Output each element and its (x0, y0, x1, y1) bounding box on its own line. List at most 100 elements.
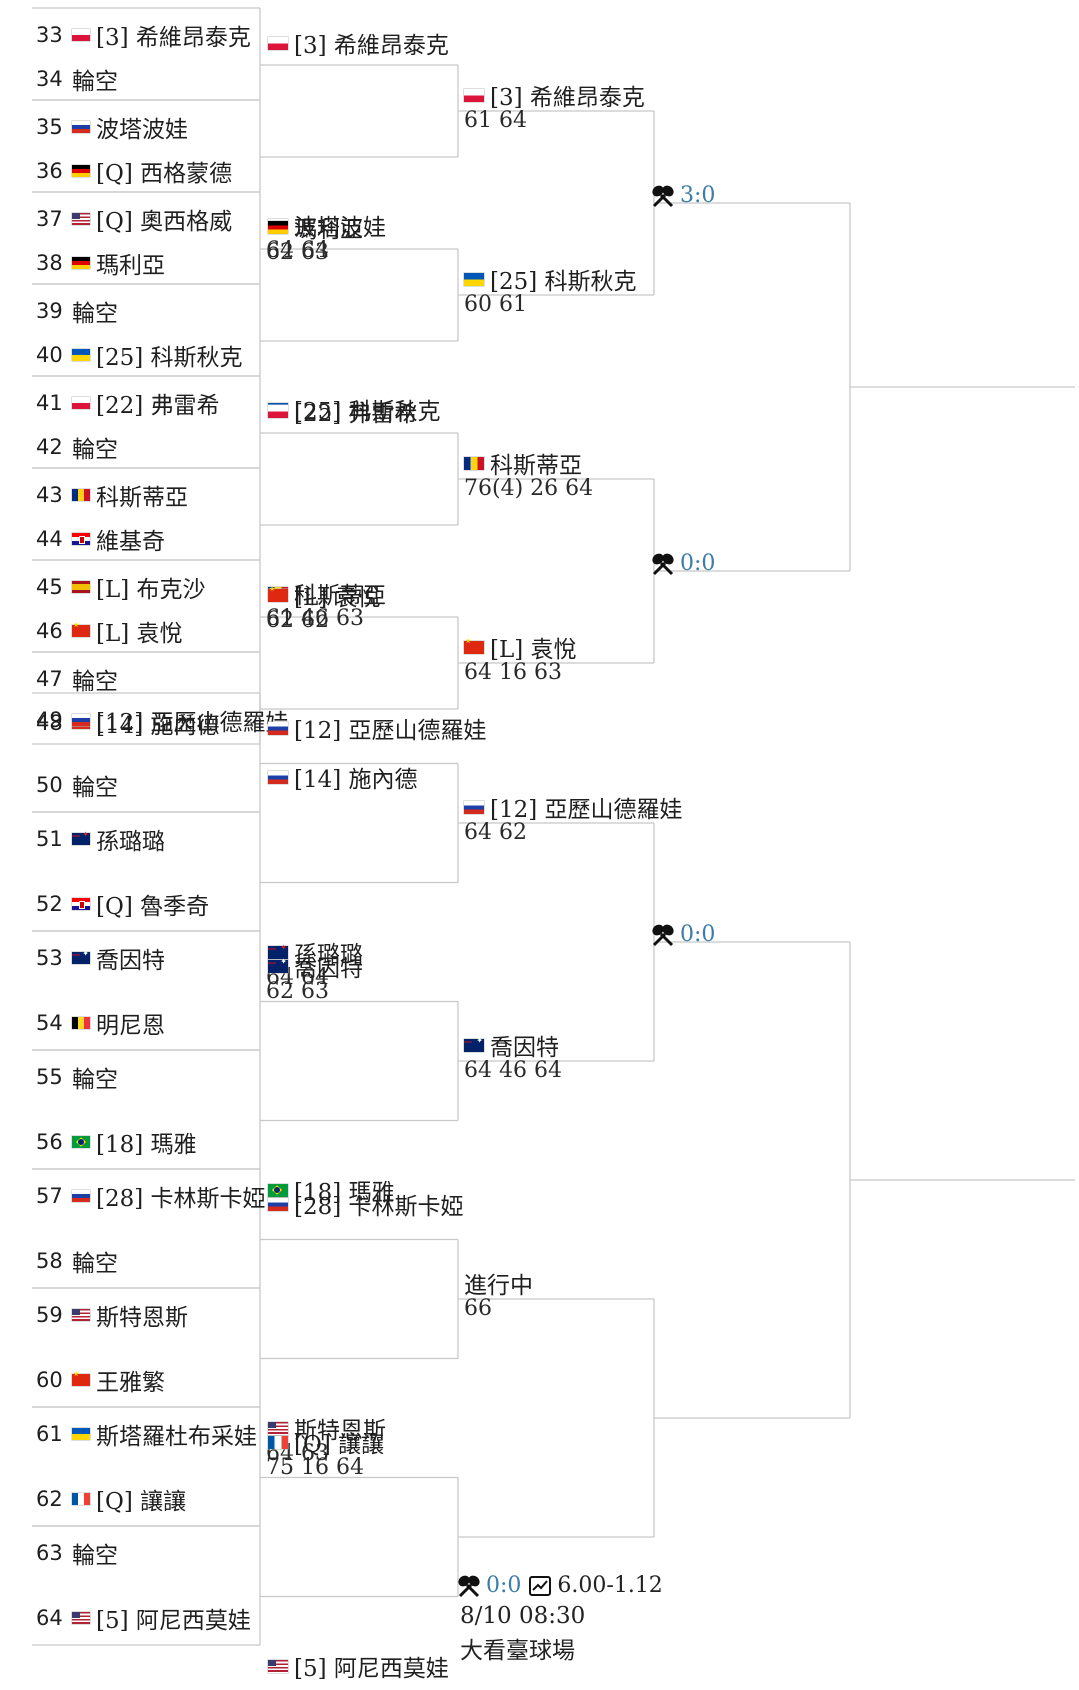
match-status[interactable]: 0:0 (650, 551, 715, 576)
r2-entry[interactable]: [L] 袁悅 (268, 578, 381, 612)
r1-entry[interactable]: 57[28] 卡林斯卡婭 (36, 1179, 266, 1213)
r1-entry[interactable]: 53喬因特 (36, 941, 165, 975)
player-name: [Q] 奧西格威 (96, 209, 233, 235)
match-score: 64 62 (464, 820, 527, 845)
r3-entry[interactable]: 科斯蒂亞 (464, 446, 582, 480)
flag-fr-icon (268, 1435, 288, 1449)
match-sets-score: 0:0 (486, 1573, 522, 1598)
player-name: 輪空 (72, 669, 118, 695)
crossed-rackets-icon (652, 553, 674, 575)
r1-entry[interactable]: 49[12] 亞歷山德羅娃 (36, 703, 289, 737)
r1-entry[interactable]: 56[18] 瑪雅 (36, 1125, 197, 1159)
draw-number: 34 (36, 67, 63, 91)
flag-us-icon (72, 1309, 90, 1321)
match-status[interactable]: 0:0 (650, 922, 715, 947)
match-sets-score: 0:0 (680, 922, 716, 947)
player-name: [L] 布克沙 (96, 577, 206, 603)
draw-number: 40 (36, 343, 63, 367)
r1-entry[interactable]: 37[Q] 奧西格威 (36, 202, 232, 236)
player-name: [3] 希維昂泰克 (294, 33, 449, 59)
r1-entry[interactable]: 33[3] 希維昂泰克 (36, 18, 251, 52)
r1-entry[interactable]: 41[22] 弗雷希 (36, 386, 220, 420)
flag-cn-icon (72, 1370, 90, 1387)
draw-number: 41 (36, 391, 63, 415)
r1-entry[interactable]: 51孫璐璐 (36, 822, 165, 856)
r2-entry[interactable]: 孫璐璐 (268, 935, 363, 969)
r2-entry[interactable]: [22] 弗雷希 (268, 394, 418, 428)
r2-entry[interactable]: [14] 施內德 (268, 760, 418, 794)
draw-number: 47 (36, 667, 63, 691)
r2-entry[interactable]: 斯特恩斯 (268, 1411, 386, 1445)
draw-number: 62 (36, 1487, 63, 1512)
flag-ru-icon (72, 1190, 90, 1202)
r3-entry[interactable]: [3] 希維昂泰克 (464, 78, 645, 112)
flag-br-icon (72, 1136, 90, 1149)
draw-number: 50 (36, 773, 63, 798)
flag-cn-icon (72, 621, 90, 637)
r2-entry[interactable]: [18] 瑪雅 (268, 1173, 395, 1207)
flag-ro-icon (464, 456, 484, 470)
r1-entry[interactable]: 47 輪空 (36, 662, 118, 696)
r3-entry[interactable]: [L] 袁悅 (464, 630, 577, 664)
flag-be-icon (72, 1017, 90, 1030)
player-name: 斯塔羅杜布采娃 (96, 1424, 257, 1450)
flag-ru-icon (268, 1197, 288, 1211)
r2-entry[interactable]: [25] 科斯秋克 (268, 392, 441, 426)
flag-us-icon (268, 1421, 288, 1435)
bottom-fade (919, 1650, 1079, 1690)
r3-entry[interactable]: [12] 亞歷山德羅娃 (464, 790, 683, 824)
r2-entry[interactable]: [28] 卡林斯卡婭 (268, 1187, 464, 1221)
r3-entry[interactable]: 進行中 (464, 1266, 533, 1300)
r1-entry[interactable]: 62[Q] 讓讓 (36, 1482, 186, 1516)
player-name: [14] 施內德 (294, 767, 418, 793)
player-name: [25] 科斯秋克 (490, 269, 637, 295)
r2-entry[interactable]: 喬因特 (268, 949, 363, 983)
r1-entry[interactable]: 45[L] 布克沙 (36, 570, 206, 604)
r2-entry[interactable]: [3] 希維昂泰克 (268, 26, 449, 60)
r1-entry[interactable]: 64 [5] 阿尼西莫娃 (36, 1601, 251, 1635)
player-name: [L] 袁悅 (96, 621, 183, 647)
r2-entry[interactable]: [12] 亞歷山德羅娃 (268, 711, 487, 745)
r1-entry[interactable]: 40[25] 科斯秋克 (36, 338, 243, 372)
match-status[interactable]: 3:0 (650, 183, 715, 208)
draw-number: 64 (36, 1606, 63, 1631)
r3-entry[interactable]: 喬因特 (464, 1028, 559, 1062)
player-name: [28] 卡林斯卡婭 (294, 1194, 464, 1220)
player-name: [5] 阿尼西莫娃 (96, 1608, 251, 1635)
r1-entry[interactable]: 48[14] 施內德 (36, 706, 220, 740)
r2-entry[interactable]: 瑪利亞 (268, 210, 363, 244)
player-name: [25] 科斯秋克 (294, 399, 441, 425)
match-datetime: 8/10 08:30 (460, 1603, 586, 1629)
r1-entry[interactable]: 36[Q] 西格蒙德 (36, 154, 232, 188)
r1-entry[interactable]: 52[Q] 魯季奇 (36, 887, 209, 921)
player-name: 波塔波娃 (96, 117, 188, 143)
draw-number: 46 (36, 619, 63, 643)
r2-entry[interactable]: [Q] 讓讓 (268, 1425, 384, 1459)
player-name: 科斯蒂亞 (294, 583, 386, 609)
match-score: 62 63 (266, 240, 329, 265)
draw-number: 44 (36, 527, 63, 551)
chart-icon (529, 1575, 552, 1596)
player-name: 喬因特 (490, 1035, 559, 1061)
r1-entry[interactable]: 46 [L] 袁悅 (36, 614, 183, 648)
player-name: [Q] 讓讓 (294, 1432, 385, 1458)
r2-entry[interactable]: [5] 阿尼西莫娃 (268, 1649, 449, 1683)
flag-us-icon (72, 213, 90, 225)
r3-entry[interactable]: [25] 科斯秋克 (464, 262, 637, 296)
r1-entry[interactable]: 60王雅繁 (36, 1363, 165, 1397)
